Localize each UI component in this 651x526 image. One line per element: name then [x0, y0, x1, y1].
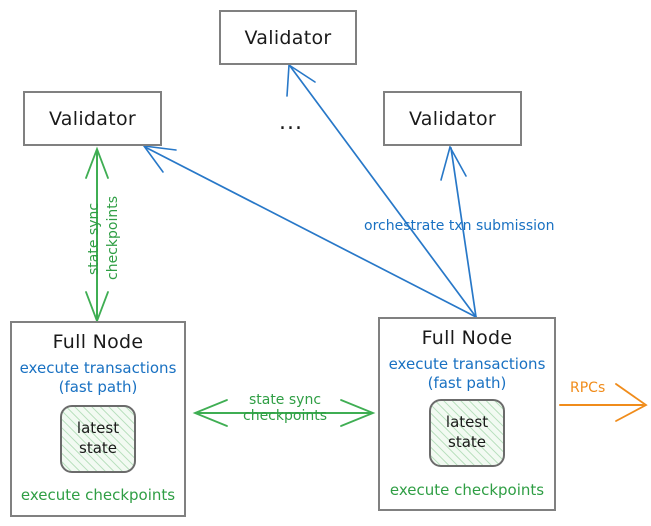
- validator-left-sync-label-line2: checkpoints: [105, 196, 121, 280]
- fullnode-left-fastpath-line2: (fast path): [58, 377, 138, 396]
- fullnode-state-sync-label: state sync checkpoints: [215, 392, 355, 424]
- fullnode-left-latest-state-line1: latest: [76, 419, 120, 437]
- fullnode-right-checkpoints: execute checkpoints: [389, 480, 545, 499]
- validators-ellipsis: ...: [279, 110, 303, 135]
- fullnode-right-latest-state-chip[interactable]: latest state: [429, 398, 505, 467]
- fullnode-right-fastpath: execute transactions (fast path): [389, 355, 546, 393]
- fullnode-right-fastpath-line1: execute transactions: [388, 355, 546, 373]
- validator-right-label: Validator: [408, 107, 496, 130]
- edge-rpcs: [559, 383, 648, 422]
- validator-top-label: Validator: [244, 26, 332, 49]
- edge-fullnode-to-validator-left: [142, 144, 477, 318]
- fullnode-state-sync-line1: state sync: [248, 392, 322, 408]
- fullnode-right-fastpath-line2: (fast path): [427, 373, 507, 392]
- validator-left-box[interactable]: Validator: [23, 91, 162, 146]
- fullnode-left-checkpoints: execute checkpoints: [20, 485, 176, 504]
- fullnode-right-latest-state-line1: latest: [445, 413, 489, 431]
- fullnode-right-box[interactable]: Full Node execute transactions (fast pat…: [378, 317, 556, 511]
- edge-fullnode-to-validator-right: [440, 144, 477, 318]
- validator-left-label: Validator: [48, 107, 136, 130]
- edge-fullnode-to-validator-top: [286, 63, 477, 318]
- fullnode-left-title: Full Node: [52, 331, 144, 353]
- fullnode-left-latest-state-line2: state: [79, 438, 117, 457]
- edge-fullnode-state-sync: [192, 399, 376, 427]
- fullnode-state-sync-line2: checkpoints: [243, 408, 327, 425]
- fullnode-right-title: Full Node: [421, 327, 513, 349]
- fullnode-left-latest-state-chip[interactable]: latest state: [60, 404, 136, 473]
- fullnode-left-box[interactable]: Full Node execute transactions (fast pat…: [10, 321, 186, 517]
- rpcs-label: RPCs: [570, 380, 606, 396]
- validator-right-box[interactable]: Validator: [383, 91, 522, 146]
- validator-top-box[interactable]: Validator: [219, 10, 357, 65]
- fullnode-left-fastpath: execute transactions (fast path): [20, 359, 177, 397]
- txn-submission-label: orchestrate txn submission: [364, 218, 555, 234]
- fullnode-left-fastpath-line1: execute transactions: [19, 359, 177, 377]
- fullnode-right-latest-state-line2: state: [448, 432, 486, 451]
- validator-left-sync-label-line1: state sync: [86, 202, 102, 275]
